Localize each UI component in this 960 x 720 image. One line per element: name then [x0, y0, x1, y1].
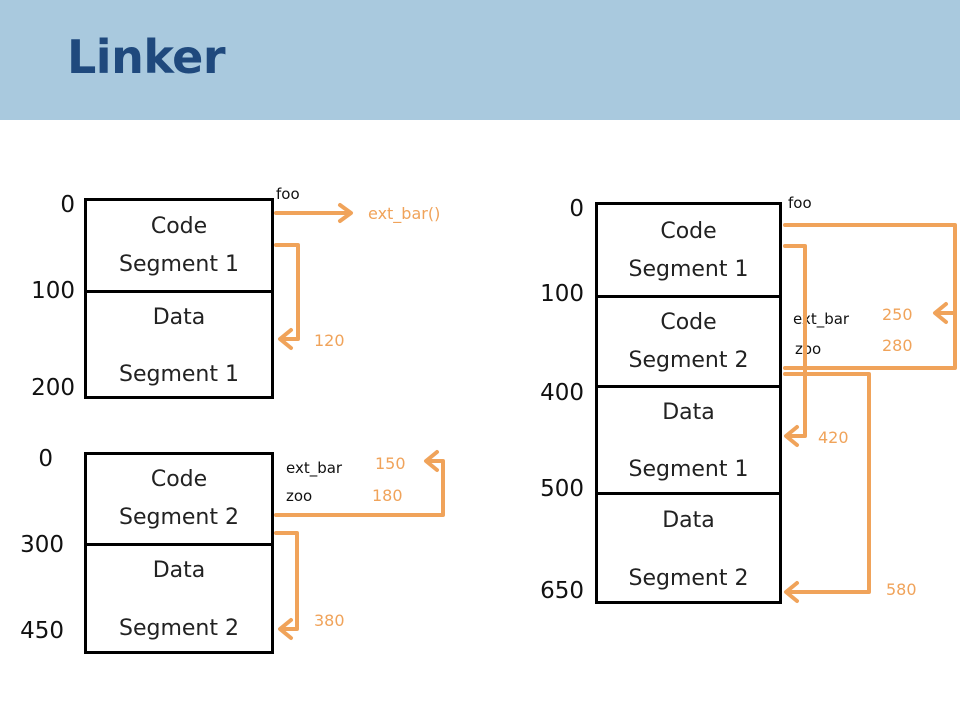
arrowhead	[784, 581, 799, 603]
code-segment-2-label-a: Code	[150, 467, 208, 492]
arrowhead	[784, 425, 799, 447]
page-title: Linker	[67, 30, 226, 84]
segment-divider	[598, 492, 779, 495]
data-segment-1-label-a: Data	[662, 400, 715, 425]
ext-bar-call-label: ext_bar()	[368, 204, 441, 223]
arrowhead	[278, 328, 293, 350]
zoo-label: zoo	[286, 487, 313, 505]
addr-label: 0	[38, 446, 53, 472]
header-banner	[0, 0, 960, 120]
arrowhead	[424, 450, 439, 472]
code-segment-1-label-a: Code	[660, 219, 717, 244]
segment-divider	[598, 295, 779, 298]
ext-bar-label: ext_bar	[793, 310, 850, 328]
addr-label: 0	[569, 196, 584, 222]
arrow-280	[783, 311, 957, 370]
segment-divider	[598, 385, 779, 388]
arrow-150	[274, 459, 445, 517]
code-segment-1-label-b: Segment 1	[119, 252, 239, 277]
data-segment-2-label-b: Segment 2	[628, 566, 749, 591]
code-segment-1-label-b: Segment 1	[628, 257, 749, 282]
addr-label: 500	[540, 476, 584, 502]
value-380: 380	[314, 611, 345, 630]
value-150: 150	[375, 454, 406, 473]
value-180: 180	[372, 486, 403, 505]
data-segment-1-label-b: Segment 1	[119, 362, 239, 387]
data-segment-1-label-b: Segment 1	[628, 457, 749, 482]
addr-label: 450	[20, 618, 64, 644]
code-segment-1-label-a: Code	[150, 214, 208, 239]
arrowhead	[933, 302, 948, 324]
data-segment-1-label-a: Data	[152, 305, 206, 330]
left-bottom-segment-box: Code Segment 2 Data Segment 2	[84, 452, 274, 654]
offset-value: 120	[314, 331, 345, 350]
addr-label: 100	[540, 281, 584, 307]
data-segment-2-label-a: Data	[152, 558, 206, 583]
data-segment-2-label-a: Data	[662, 508, 715, 533]
foo-label: foo	[788, 194, 812, 212]
arrowhead	[338, 203, 353, 223]
arrow-580	[783, 372, 871, 594]
addr-label: 300	[20, 532, 64, 558]
code-segment-2-label-b: Segment 2	[119, 505, 239, 530]
arrow-120	[274, 243, 300, 341]
value-250: 250	[882, 305, 913, 324]
ext-bar-label: ext_bar	[286, 459, 343, 477]
addr-label: 200	[31, 375, 75, 401]
arrowhead	[278, 618, 293, 640]
zoo-label: zoo	[795, 340, 822, 358]
value-580: 580	[886, 580, 917, 599]
left-top-segment-box: Code Segment 1 Data Segment 1	[84, 198, 274, 399]
code-segment-2-label-b: Segment 2	[628, 348, 749, 373]
addr-label: 0	[60, 192, 75, 218]
arrow-250	[783, 223, 957, 315]
value-420: 420	[818, 428, 849, 447]
segment-divider	[87, 290, 271, 293]
arrow-380	[274, 531, 299, 631]
segment-divider	[87, 543, 271, 546]
linked-segment-box: Code Segment 1 Code Segment 2 Data Segme…	[595, 202, 782, 604]
addr-label: 400	[540, 380, 584, 406]
addr-label: 650	[540, 578, 584, 604]
data-segment-2-label-b: Segment 2	[119, 616, 239, 641]
foo-label: foo	[276, 185, 300, 203]
arrow-420	[783, 244, 807, 438]
code-segment-2-label-a: Code	[660, 310, 717, 335]
value-280: 280	[882, 336, 913, 355]
addr-label: 100	[31, 278, 75, 304]
